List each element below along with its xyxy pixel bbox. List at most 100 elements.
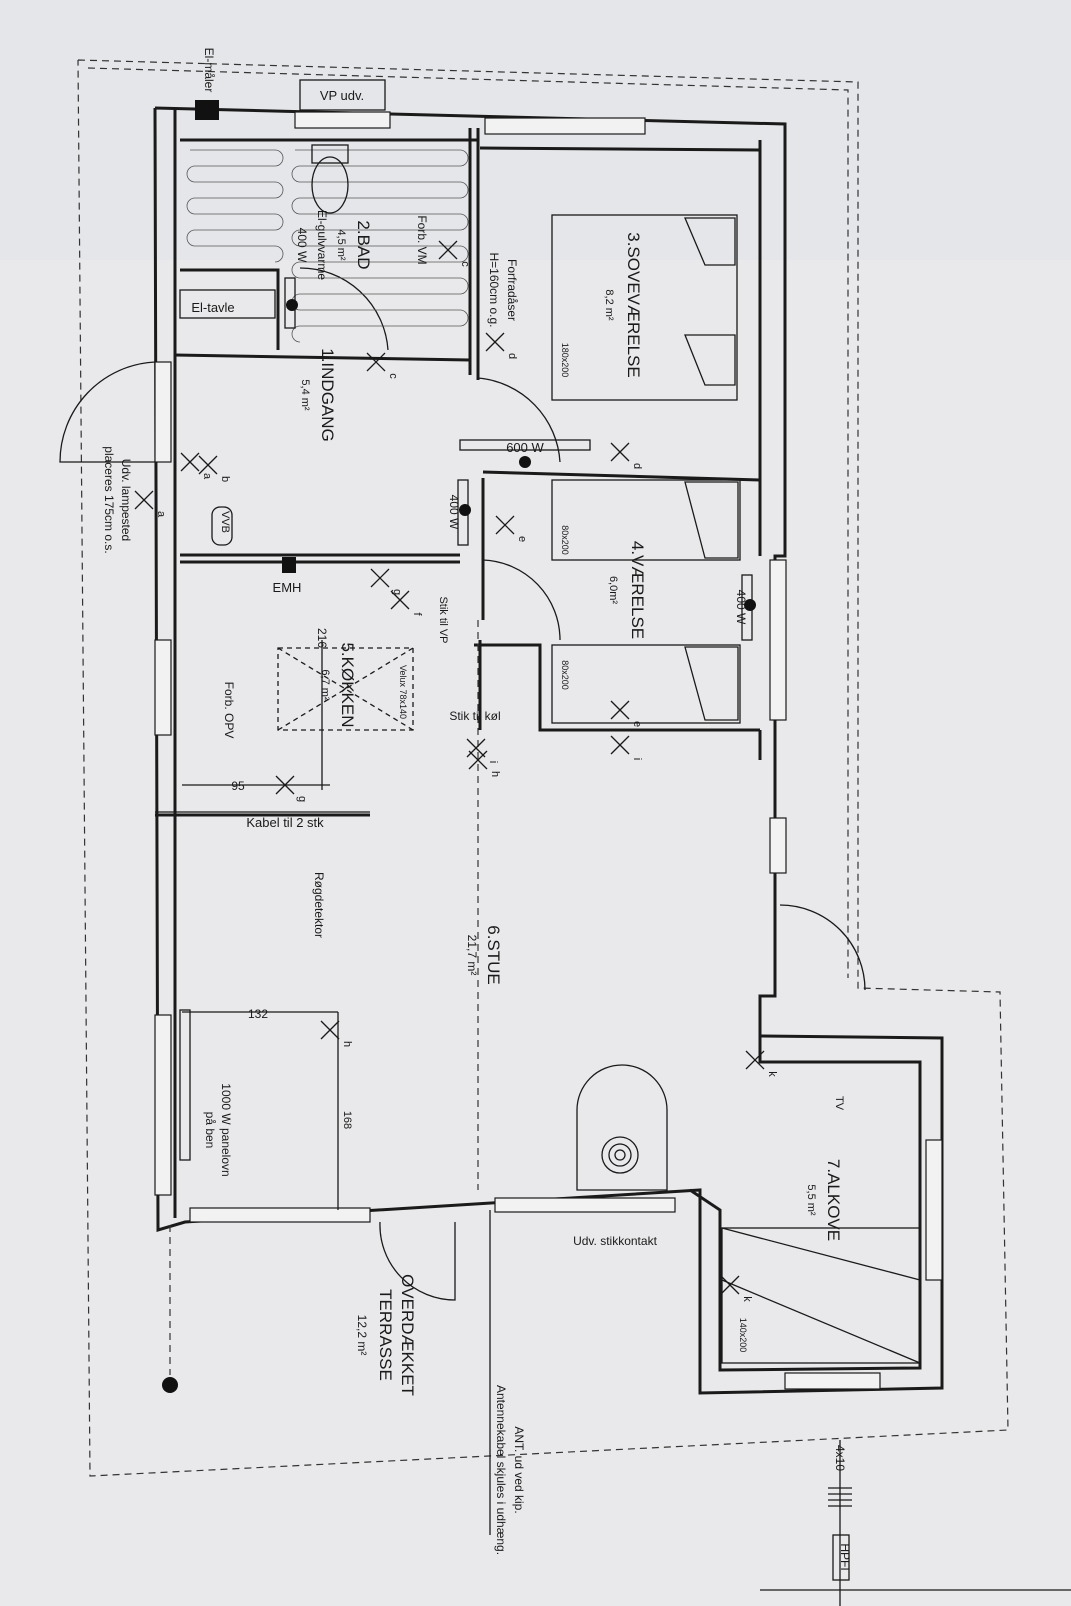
switch-symbol	[366, 352, 386, 372]
ant-label: ANT. ud ved kip.	[512, 1426, 526, 1513]
windows	[154, 111, 943, 1390]
room-area-stue: 21,7 m²	[465, 935, 479, 976]
stove-icon	[576, 1064, 668, 1191]
switch-symbol	[485, 332, 505, 352]
switch-symbol	[495, 515, 515, 535]
heater-400-label-a: 400 W	[447, 495, 461, 530]
interior-walls	[155, 128, 762, 817]
switch-symbol	[468, 750, 488, 770]
bed-icon	[721, 1227, 921, 1364]
beds	[551, 214, 921, 1364]
switch-symbol	[198, 455, 218, 475]
switch-letter: h	[341, 1041, 353, 1047]
udv-lampested-label: Udv. lampested	[119, 459, 133, 541]
floor-heating-watt: 400 W	[295, 228, 309, 263]
bed-size-1: 180x200	[560, 343, 570, 378]
switch-symbol	[610, 442, 630, 462]
switch-letter: e	[516, 536, 528, 542]
emh-box	[282, 557, 296, 573]
bed-size-4: 140x200	[738, 1318, 748, 1353]
switch-symbol	[610, 735, 630, 755]
room-label-alkove: 7.ALKOVE	[824, 1159, 843, 1241]
room-label-terrasse: OVERDÆKKET	[398, 1274, 417, 1396]
dim-168: 168	[341, 1111, 353, 1129]
switch-symbol	[370, 568, 390, 588]
panel-box	[179, 289, 276, 319]
switch-symbol	[320, 1020, 340, 1040]
forfradaaser-label: Forfradåser	[505, 259, 519, 321]
velux-window	[277, 647, 414, 731]
room-area-vaerelse: 6,0m²	[607, 576, 619, 604]
bed-icon	[551, 214, 738, 401]
hpfi-panel	[760, 1440, 1071, 1606]
room-label-sovevaerelse: 3.SOVEVÆRELSE	[624, 232, 643, 378]
kabel-label: Kabel til 2 stk	[246, 815, 324, 830]
dimension-lines	[155, 640, 370, 1210]
floor-heating-pattern	[186, 144, 469, 343]
floor-heating-label: El-gulvvarme	[315, 210, 329, 280]
room-area-indgang: 5,4 m²	[299, 379, 311, 411]
toilet-icon	[311, 156, 349, 214]
dim-216: 216	[315, 628, 329, 648]
room-label-bad: 2.BAD	[354, 220, 373, 269]
rogdetektor-label: Røgdetektor	[312, 872, 326, 938]
room-area-bad: 4,5 m²	[335, 229, 347, 261]
tv-label: TV	[833, 1096, 845, 1111]
bed-size-3: 80x200	[560, 660, 570, 690]
switch-symbol	[610, 700, 630, 720]
el-tavle-label: El-tavle	[191, 300, 234, 315]
switch-letter: a	[201, 473, 213, 480]
dim-95: 95	[231, 779, 245, 793]
bed-icon	[551, 479, 741, 561]
switch-letter: a	[155, 511, 167, 518]
switch-letter: g	[296, 796, 308, 802]
switch-symbol	[466, 738, 486, 758]
udv-lampested-label-2: placeres 175cm o.s.	[102, 446, 116, 553]
switch-letter: g	[391, 589, 403, 595]
roof-outline	[77, 59, 1009, 1477]
switch-letter: d	[631, 463, 643, 469]
vp-udv-label: VP udv.	[320, 88, 364, 103]
room-area-terrasse: 12,2 m²	[355, 1315, 369, 1356]
room-area-sovevaerelse: 8,2 m²	[603, 289, 615, 321]
switch-symbol	[720, 1275, 740, 1295]
bed-icon	[551, 644, 741, 724]
switch-letter: c	[387, 373, 399, 379]
ant-label-2: Antennekabel skjules i udhæng.	[494, 1385, 508, 1555]
meter-box	[195, 100, 219, 120]
doors	[59, 267, 866, 1301]
forb-vm-label: Forb. VM	[415, 215, 429, 264]
heater-400-label-b: 400 W	[734, 590, 748, 625]
switch-letter: f	[411, 612, 423, 616]
vvb-label: VVB	[219, 511, 231, 533]
switch-symbol	[180, 452, 200, 472]
room-label-kokken: 5.KØKKEN	[338, 642, 357, 727]
panelovn-label: 1000 W panelovn	[219, 1083, 233, 1176]
heater-600-label: 600 W	[506, 440, 544, 455]
switch-symbol	[134, 490, 154, 510]
switch-letter: i	[631, 758, 643, 760]
bed-size-2: 80x200	[560, 525, 570, 555]
cable-label: 4x10	[833, 1445, 847, 1471]
hpfi-label: HPFI	[838, 1543, 852, 1570]
udv-stikkontakt-label: Udv. stikkontakt	[573, 1234, 657, 1248]
switch-letter: i	[487, 761, 499, 763]
room-area-alkove: 5,5 m²	[805, 1184, 817, 1216]
switch-letter: k	[741, 1296, 753, 1302]
dim-132: 132	[248, 1007, 268, 1021]
water-heater	[211, 506, 233, 546]
room-label-terrasse-2: TERRASSE	[376, 1289, 395, 1381]
room-label-stue: 6.STUE	[484, 925, 503, 985]
switch-symbol	[438, 240, 458, 260]
forb-opv-label: Forb. OPV	[222, 682, 236, 739]
room-area-kokken: 6,7 m²	[319, 669, 331, 701]
heaters	[179, 277, 756, 1161]
stik-kol-label: Stik til køl	[449, 709, 500, 723]
lamp-icon	[162, 1377, 178, 1393]
panelovn-label-2: på ben	[203, 1112, 217, 1149]
switch-letter: k	[766, 1071, 778, 1077]
room-label-indgang: 1.INDGANG	[318, 348, 337, 442]
